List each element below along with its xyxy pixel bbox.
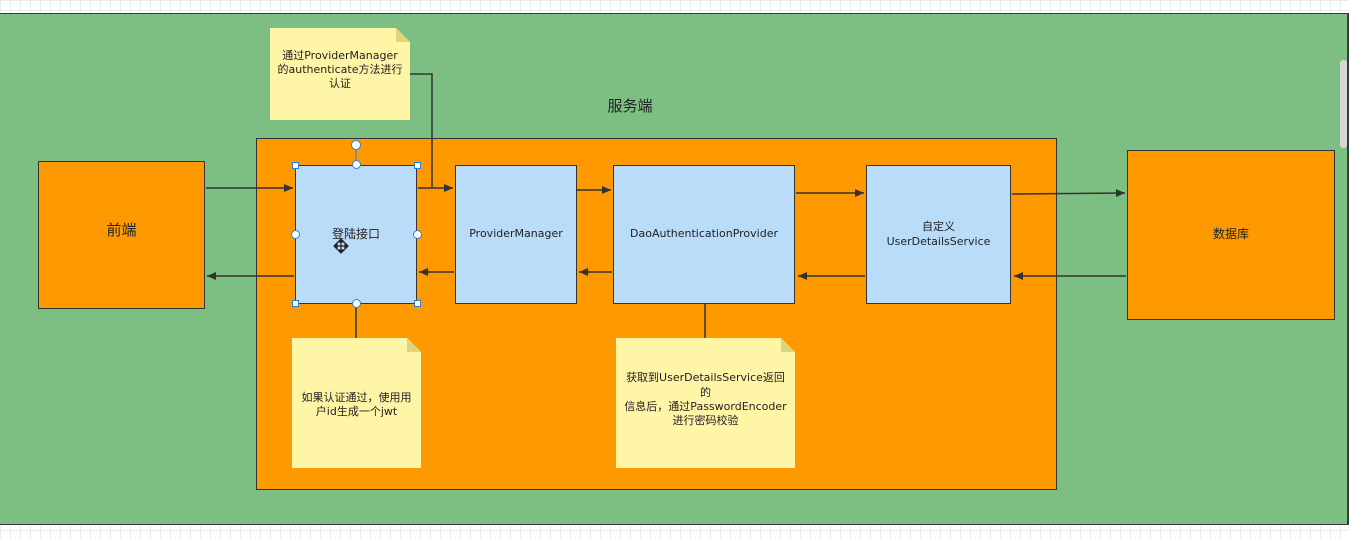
resize-handle-bottom-left[interactable] bbox=[292, 300, 299, 307]
user-details-service-label: 自定义 UserDetailsService bbox=[886, 220, 991, 248]
frontend-node[interactable] bbox=[38, 161, 205, 309]
connect-handle-top[interactable] bbox=[352, 160, 361, 169]
provider-manager-label: ProviderManager bbox=[469, 227, 563, 241]
note-jwt[interactable]: 如果认证通过，使用用 户id生成一个jwt bbox=[292, 338, 421, 468]
server-label: 服务端 bbox=[607, 97, 653, 116]
note-password[interactable]: 获取到UserDetailsService返回的 信息后，通过PasswordE… bbox=[616, 338, 795, 468]
login-interface-label: 登陆接口 bbox=[331, 226, 380, 241]
note-jwt-text: 如果认证通过，使用用 户id生成一个jwt bbox=[301, 390, 412, 418]
connect-handle-right[interactable] bbox=[413, 230, 422, 239]
note-authenticate[interactable]: 通过ProviderManager 的authenticate方法进行 认证 bbox=[270, 28, 410, 120]
dao-provider-node[interactable] bbox=[613, 165, 795, 304]
database-node[interactable] bbox=[1127, 150, 1335, 320]
user-details-service-node[interactable] bbox=[866, 165, 1011, 304]
database-label: 数据库 bbox=[1212, 227, 1249, 242]
rotate-handle[interactable] bbox=[351, 140, 361, 150]
resize-handle-top-left[interactable] bbox=[292, 162, 299, 169]
connect-handle-left[interactable] bbox=[291, 230, 300, 239]
dao-provider-label: DaoAuthenticationProvider bbox=[630, 227, 778, 241]
provider-manager-node[interactable] bbox=[455, 165, 577, 304]
note-password-text: 获取到UserDetailsService返回的 信息后，通过PasswordE… bbox=[624, 371, 787, 428]
vertical-scrollbar[interactable] bbox=[1340, 60, 1347, 148]
resize-handle-top-right[interactable] bbox=[414, 162, 421, 169]
frontend-label: 前端 bbox=[106, 221, 137, 240]
connect-handle-bottom[interactable] bbox=[352, 299, 361, 308]
note-authenticate-text: 通过ProviderManager 的authenticate方法进行 认证 bbox=[277, 48, 403, 91]
resize-handle-bottom-right[interactable] bbox=[414, 300, 421, 307]
